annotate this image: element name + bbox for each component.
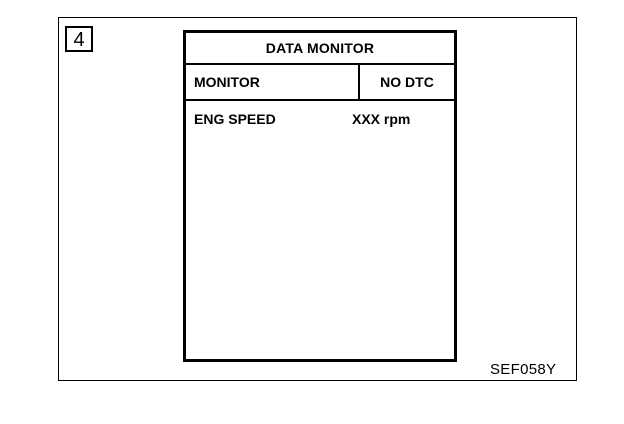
monitor-item-label: ENG SPEED: [194, 111, 276, 127]
consult-screen: DATA MONITOR MONITOR NO DTC ENG SPEED XX…: [183, 30, 457, 362]
step-number: 4: [73, 28, 85, 51]
dtc-status: NO DTC: [380, 74, 434, 90]
monitor-item-value: XXX rpm: [352, 111, 411, 127]
monitor-header: MONITOR: [186, 65, 360, 99]
screen-header-row: MONITOR NO DTC: [186, 65, 454, 101]
monitor-item-row: ENG SPEED XXX rpm: [186, 111, 454, 133]
figure-frame: [58, 17, 577, 381]
figure-code: SEF058Y: [490, 361, 557, 378]
step-number-badge: 4: [65, 26, 93, 52]
screen-title: DATA MONITOR: [186, 33, 454, 65]
